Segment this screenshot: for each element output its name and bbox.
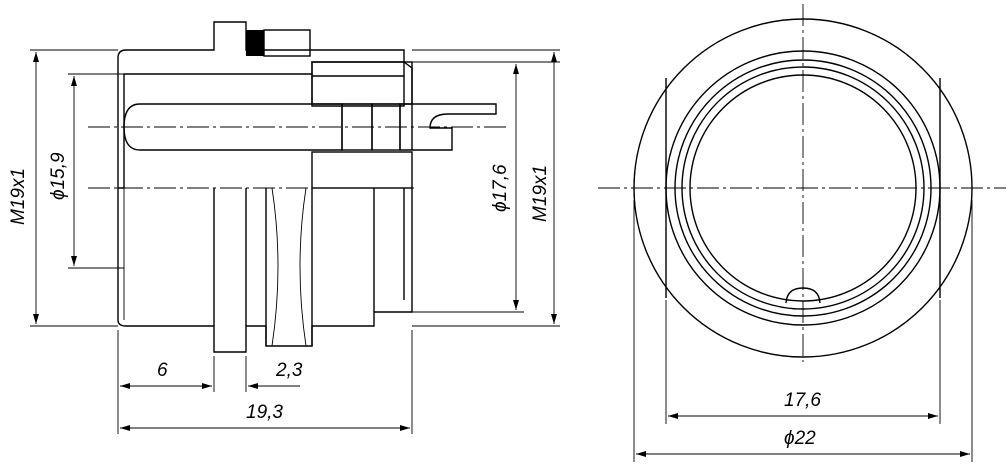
dim-len-2-3: 2,3: [275, 360, 303, 381]
dim-m19x1-right: M19x1: [530, 165, 551, 222]
body-lower: [117, 188, 413, 353]
side-view: M19x1 ϕ15,9 ϕ17,6 M19x1 6 2,3 19,3: [8, 21, 560, 434]
seal-hatched: [263, 29, 311, 57]
dim-d17-6-vertical: ϕ17,6: [490, 164, 511, 212]
pin: [123, 103, 343, 151]
dim-front-17-6: 17,6: [784, 390, 821, 411]
dim-len-19-3: 19,3: [246, 402, 283, 423]
insulator-bottom: [311, 151, 413, 189]
dim-d15-9: ϕ15,9: [48, 152, 69, 200]
dim-m19x1-left: M19x1: [8, 168, 29, 225]
insulator-top: [311, 61, 413, 105]
dim-front-d22: ϕ22: [784, 428, 816, 449]
seal-black: [246, 30, 264, 56]
front-view: 17,6 ϕ22: [598, 4, 1006, 462]
solder-cup: [399, 103, 497, 151]
dim-len-6: 6: [157, 360, 168, 381]
